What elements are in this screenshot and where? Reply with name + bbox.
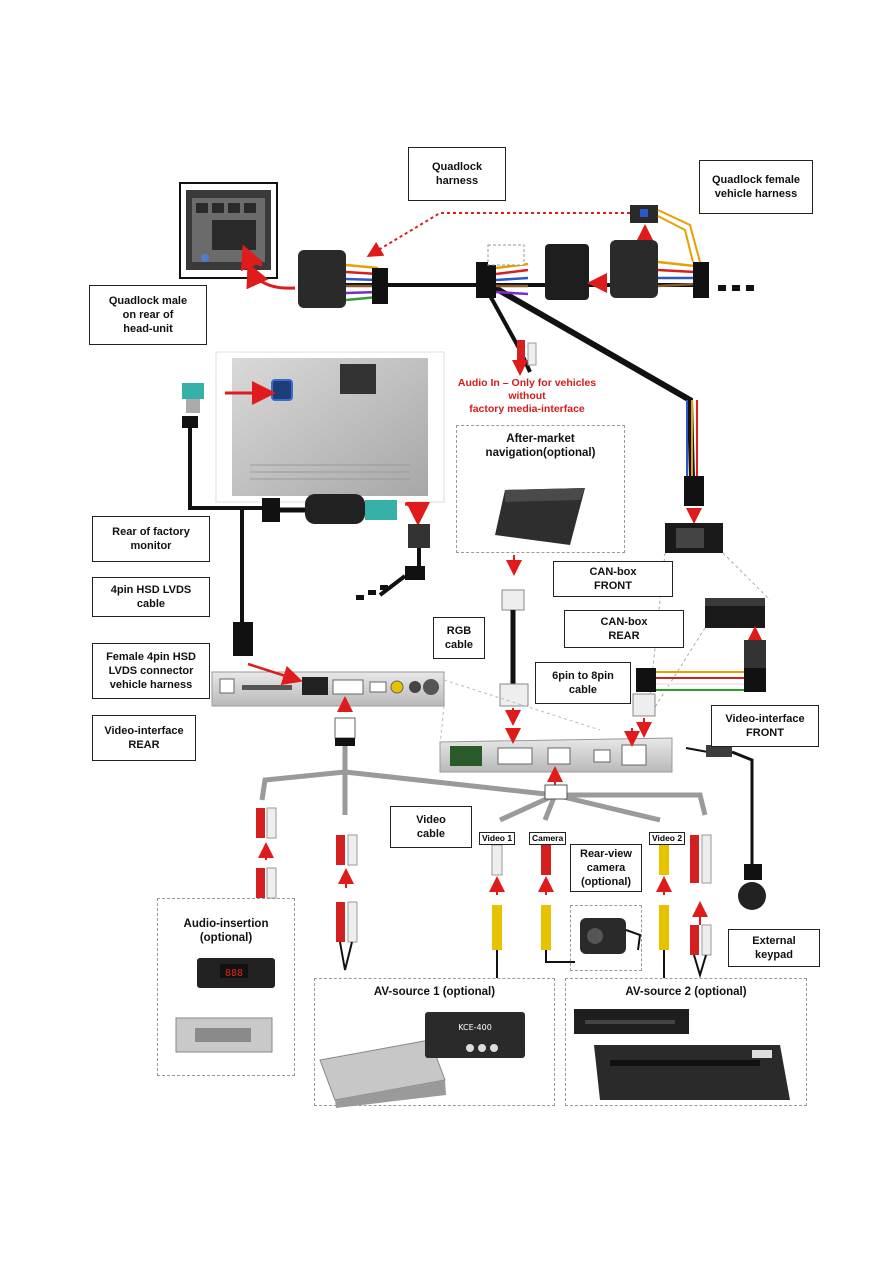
av-source-2-box	[565, 978, 807, 1106]
rear-view-camera-device	[580, 918, 642, 954]
rgb-cable	[499, 555, 529, 726]
hsd-cable-label: 4pin HSD LVDS cable	[92, 577, 210, 617]
audio-insertion-devices: 888	[175, 958, 275, 1053]
head-unit-rear-photo	[179, 182, 278, 279]
device-label: KCE-400	[458, 1023, 492, 1032]
after-market-device	[495, 488, 585, 545]
audio-insertion-title: Audio-insertion (optional)	[183, 918, 269, 944]
can-box-front-label: CAN-box FRONT	[553, 561, 673, 597]
quadlock-harness	[246, 205, 754, 524]
quadlock-male-label: Quadlock male on rear of head-unit	[89, 285, 207, 345]
after-market-title: After-market navigation(optional)	[485, 433, 596, 459]
rca-plugs	[256, 807, 712, 979]
video-interface-rear-label: Video-interface REAR	[92, 715, 196, 761]
tag-video1: Video 1	[479, 832, 516, 845]
video-cable-connector	[544, 784, 568, 800]
video-cable-label: Video cable	[390, 806, 472, 848]
rear-factory-monitor-label: Rear of factory monitor	[92, 516, 210, 562]
video-interface-front-device	[439, 728, 766, 910]
tag-video2: Video 2	[649, 832, 686, 845]
quadlock-female-label: Quadlock female vehicle harness	[699, 160, 813, 214]
hsd-cable	[233, 494, 430, 656]
after-market-box	[456, 425, 625, 553]
av-source-2-devices	[574, 1009, 790, 1100]
can-box-devices	[647, 523, 771, 716]
av-source-1-devices: KCE-400	[319, 1012, 525, 1108]
video-interface-front-label: Video-interface FRONT	[711, 705, 819, 747]
factory-monitor-photo	[182, 351, 445, 510]
rgb-cable-label: RGB cable	[433, 617, 485, 659]
audio-insertion-box	[157, 898, 295, 1076]
quadlock-harness-label: Quadlock harness	[408, 147, 506, 201]
pin-cable-label: 6pin to 8pin cable	[535, 662, 631, 704]
video-interface-rear-device	[211, 662, 601, 746]
external-keypad-label: External keypad	[728, 929, 820, 967]
rear-view-camera-label: Rear-view camera (optional)	[570, 844, 642, 892]
camera-box	[570, 905, 642, 971]
can-box-rear-label: CAN-box REAR	[564, 610, 684, 648]
av-source-2-title: AV-source 2 (optional)	[625, 986, 747, 998]
display-digits: 888	[225, 968, 243, 979]
av-source-1-box	[314, 978, 555, 1106]
audio-in-note: Audio In – Only for vehicles without fac…	[457, 377, 597, 415]
female-hsd-label: Female 4pin HSD LVDS connector vehicle h…	[92, 643, 210, 699]
av-source-1-title: AV-source 1 (optional)	[373, 986, 496, 998]
tag-camera: Camera	[529, 832, 567, 845]
pin-cable	[632, 668, 744, 738]
